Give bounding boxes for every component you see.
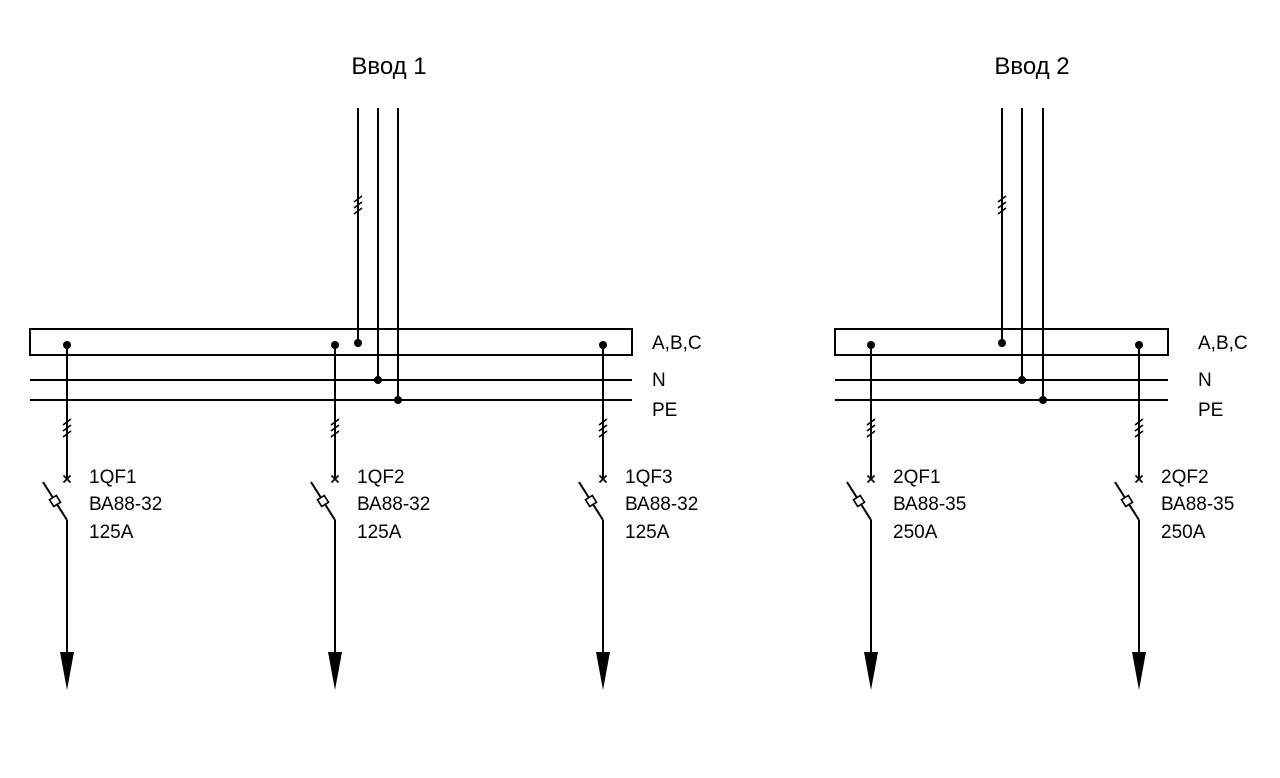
three-phase-marker (330, 418, 340, 438)
phase-tick (330, 430, 340, 438)
phase-tick (866, 424, 876, 432)
phase-tick (997, 195, 1007, 203)
phase-tick (330, 418, 340, 426)
breaker-id: 1QF3 (625, 467, 673, 488)
phase-tick (353, 195, 363, 203)
breaker-rating: 125А (625, 522, 670, 543)
contact-mark (1134, 474, 1144, 484)
phase-tick (997, 207, 1007, 215)
breaker-rating: 125А (357, 522, 402, 543)
outgoing-arrow (596, 652, 610, 690)
contact-mark (598, 474, 608, 484)
phase-tick (1134, 430, 1144, 438)
pe-bus-label: PE (1198, 400, 1223, 421)
contact-mark (330, 474, 340, 484)
neutral-bus-label: N (1198, 370, 1212, 391)
outgoing-arrow (60, 652, 74, 690)
breaker-id: 2QF2 (1161, 467, 1209, 488)
phase-tick (997, 201, 1007, 209)
breaker-model: ВА88-32 (625, 494, 698, 515)
phase-tick (353, 207, 363, 215)
junction-dot (998, 339, 1006, 347)
outgoing-arrow (1132, 652, 1146, 690)
three-phase-marker (353, 195, 363, 215)
breaker-id: 1QF2 (357, 467, 405, 488)
phase-tick (866, 418, 876, 426)
phase-tick (866, 430, 876, 438)
breaker-rating: 250А (1161, 522, 1206, 543)
phase-busbar (29, 328, 633, 356)
breaker-model: ВА88-35 (893, 494, 966, 515)
trip-release-box (48, 494, 62, 508)
breaker-model: ВА88-32 (89, 494, 162, 515)
outgoing-arrow (864, 652, 878, 690)
trip-release-box (584, 494, 598, 508)
trip-release-box (316, 494, 330, 508)
trip-release-box (852, 494, 866, 508)
phase-bus-label: A,B,C (1198, 333, 1248, 354)
input-title: Ввод 2 (994, 53, 1069, 80)
phase-tick (62, 430, 72, 438)
phase-tick (62, 418, 72, 426)
phase-bus-label: A,B,C (652, 333, 702, 354)
neutral-bus-label: N (652, 370, 666, 391)
breaker-rating: 250А (893, 522, 938, 543)
breaker-id: 1QF1 (89, 467, 137, 488)
input-title: Ввод 1 (351, 53, 426, 80)
phase-tick (353, 201, 363, 209)
phase-tick (330, 424, 340, 432)
breaker-model: ВА88-35 (1161, 494, 1234, 515)
three-phase-marker (598, 418, 608, 438)
outgoing-arrow (328, 652, 342, 690)
phase-tick (62, 424, 72, 432)
phase-tick (1134, 418, 1144, 426)
input-2-group: Ввод 2A,B,CNPE2QF1ВА88-35250А2QF2ВА88-35… (834, 53, 1248, 690)
three-phase-marker (997, 195, 1007, 215)
phase-tick (598, 424, 608, 432)
three-phase-marker (1134, 418, 1144, 438)
phase-tick (598, 418, 608, 426)
breaker-model: ВА88-32 (357, 494, 430, 515)
phase-busbar (834, 328, 1169, 356)
breaker-rating: 125А (89, 522, 134, 543)
trip-release-box (1120, 494, 1134, 508)
three-phase-marker (62, 418, 72, 438)
pe-bus-label: PE (652, 400, 677, 421)
three-phase-marker (866, 418, 876, 438)
contact-mark (62, 474, 72, 484)
phase-tick (1134, 424, 1144, 432)
phase-tick (598, 430, 608, 438)
breaker-id: 2QF1 (893, 467, 941, 488)
contact-mark (866, 474, 876, 484)
junction-dot (354, 339, 362, 347)
input-1-group: Ввод 1A,B,CNPE1QF1ВА88-32125А1QF2ВА88-32… (29, 53, 702, 690)
